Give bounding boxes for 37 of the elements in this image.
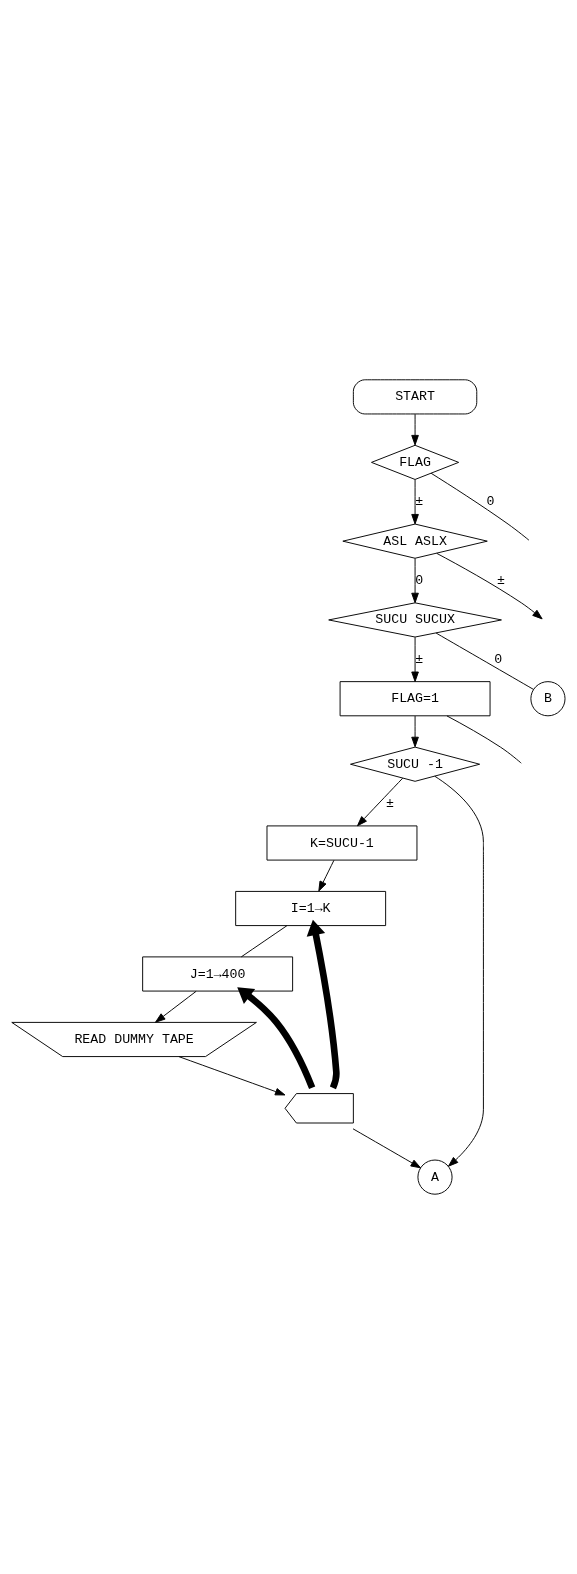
- arrow: [411, 557, 419, 604]
- arrow: [436, 552, 543, 620]
- node-box: J=1→400: [142, 956, 294, 992]
- arrow: [434, 775, 484, 1167]
- node-diamond: SUCU -1: [350, 746, 481, 782]
- edge-label: 0: [415, 573, 424, 589]
- node-circle: A: [417, 1159, 453, 1195]
- arrow: [155, 990, 197, 1023]
- connector: [435, 632, 535, 690]
- node-diamond: FLAG: [371, 444, 460, 480]
- edge-label: 0: [486, 494, 495, 510]
- arrow: [411, 715, 419, 748]
- node-box: FLAG=1: [339, 681, 491, 717]
- arrow: [411, 413, 419, 446]
- arrow: [357, 777, 404, 827]
- edge-label: ±: [385, 796, 394, 812]
- node-box: K=SUCU-1: [266, 825, 418, 861]
- arrow: [411, 479, 419, 525]
- node-pentagon: [284, 1093, 354, 1124]
- edge-label: ±: [496, 573, 505, 589]
- arrow: [237, 987, 316, 1089]
- connector: [430, 472, 530, 541]
- connector: [240, 925, 288, 958]
- arrow: [178, 1056, 286, 1096]
- node-box: START: [352, 379, 478, 415]
- node-circle: B: [530, 681, 566, 717]
- node-diamond: SUCU SUCUX: [328, 602, 502, 638]
- node-box: I=1→K: [235, 890, 387, 927]
- node-diamond: ASL ASLX: [342, 523, 488, 559]
- arrow: [352, 1128, 421, 1169]
- arrow: [306, 919, 340, 1090]
- edge-label: ±: [415, 494, 424, 510]
- arrow: [318, 859, 335, 892]
- edge-label: ±: [415, 651, 424, 667]
- arrow: [411, 636, 419, 682]
- connector: [446, 715, 522, 764]
- edge-label: 0: [494, 651, 503, 667]
